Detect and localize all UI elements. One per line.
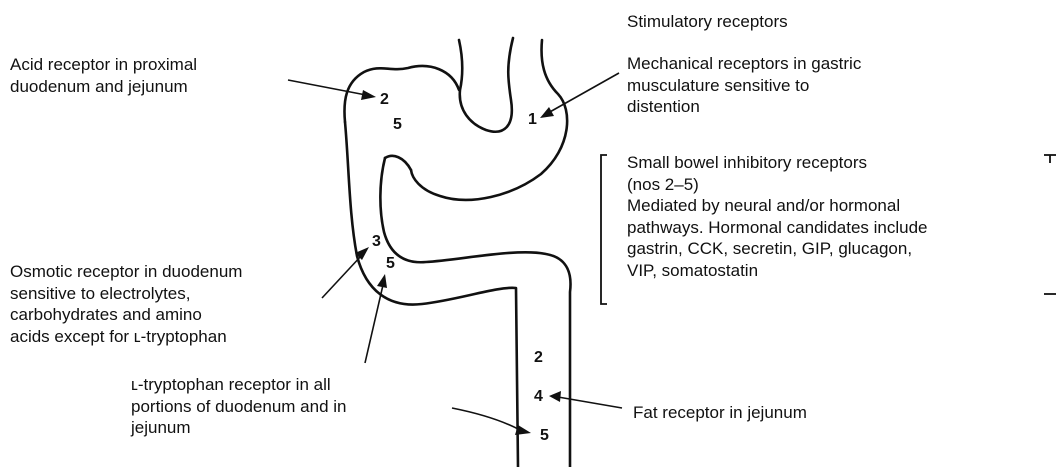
small-bowel-line-4: pathways. Hormonal candidates include — [627, 217, 928, 239]
fat-pointer-line — [558, 397, 622, 408]
fat-arrowhead — [549, 391, 561, 402]
pyloric-notch — [385, 156, 411, 170]
receptor-number-5-bulb: 5 — [393, 116, 402, 133]
tryptophan-pointer-line-duodenum — [365, 285, 383, 363]
acid-arrowhead — [361, 90, 376, 100]
receptor-number-1-stomach: 1 — [528, 111, 537, 128]
tryptophan-receptor-label: ʟ-tryptophan receptor in all portions of… — [131, 374, 347, 439]
stomach-greater-curvature — [411, 40, 567, 200]
osmotic-line-4: acids except for ʟ-tryptophan — [10, 326, 242, 348]
small-bowel-line-2: (nos 2–5) — [627, 174, 928, 196]
small-bowel-line-5: gastrin, CCK, secretin, GIP, glucagon, — [627, 238, 928, 260]
osmotic-pointer-line — [322, 255, 362, 298]
mechanical-line-2: musculature sensitive to — [627, 75, 861, 97]
acid-receptor-label: Acid receptor in proximal duodenum and j… — [10, 54, 197, 97]
mechanical-receptor-label: Mechanical receptors in gastric musculat… — [627, 53, 861, 118]
osmotic-line-2: sensitive to electrolytes, — [10, 283, 242, 305]
esophagus-left-wall — [459, 38, 513, 132]
receptor-number-3-duodenum: 3 — [372, 233, 381, 250]
small-bowel-line-3: Mediated by neural and/or hormonal — [627, 195, 928, 217]
tryptophan-line-1: ʟ-tryptophan receptor in all — [131, 374, 347, 396]
small-bowel-line-6: VIP, somatostatin — [627, 260, 928, 282]
receptor-number-2-jejunum: 2 — [534, 349, 543, 366]
osmotic-line-3: carbohydrates and amino — [10, 304, 242, 326]
duodenum-inner-wall — [380, 158, 570, 467]
small-bowel-line-1: Small bowel inhibitory receptors — [627, 152, 928, 174]
osmotic-line-1: Osmotic receptor in duodenum — [10, 261, 242, 283]
inhibitory-bracket-left — [601, 155, 607, 304]
osmotic-receptor-label: Osmotic receptor in duodenum sensitive t… — [10, 261, 242, 347]
small-bowel-inhibitory-label: Small bowel inhibitory receptors (nos 2–… — [627, 152, 928, 281]
receptor-number-5-duodenum: 5 — [386, 255, 395, 272]
mechanical-arrowhead — [540, 107, 554, 118]
acid-line-2: duodenum and jejunum — [10, 76, 197, 98]
tryptophan-arrowhead-duodenum — [377, 274, 387, 288]
duodenum-outer-wall — [345, 122, 518, 467]
mechanical-line-1: Mechanical receptors in gastric — [627, 53, 861, 75]
acid-line-1: Acid receptor in proximal — [10, 54, 197, 76]
fat-receptor-label: Fat receptor in jejunum — [633, 402, 807, 424]
tryptophan-line-3: jejunum — [131, 417, 347, 439]
receptor-number-5-jejunum: 5 — [540, 427, 549, 444]
receptor-number-2-bulb: 2 — [380, 91, 389, 108]
acid-pointer-line — [288, 80, 366, 95]
mechanical-line-3: distention — [627, 96, 861, 118]
tryptophan-line-2: portions of duodenum and in — [131, 396, 347, 418]
receptor-number-4-jejunum: 4 — [534, 388, 543, 405]
tryptophan-pointer-line-jejunum — [452, 408, 520, 430]
stimulatory-receptors-title: Stimulatory receptors — [627, 11, 788, 33]
